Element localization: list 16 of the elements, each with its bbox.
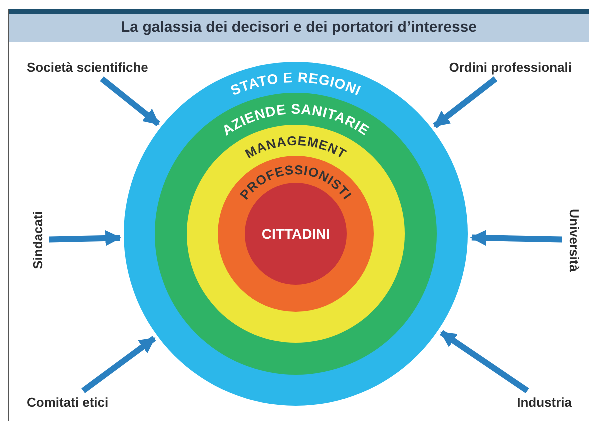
ring-label: MANAGEMENT bbox=[242, 133, 350, 162]
ring-label: CITTADINI bbox=[262, 226, 330, 242]
stakeholder-label: Università bbox=[566, 208, 582, 272]
stakeholder-label: Comitati etici bbox=[27, 395, 109, 410]
stakeholder-label: Ordini professionali bbox=[449, 60, 572, 75]
arrow bbox=[440, 330, 530, 394]
stakeholder-label: Società scientifiche bbox=[27, 60, 148, 75]
stakeholder-label: Industria bbox=[517, 395, 572, 410]
title: La galassia dei decisori e dei portatori d’interesse bbox=[9, 14, 589, 42]
ring-label: STATO E REGIONI bbox=[228, 69, 364, 99]
stakeholder-label: Sindacati bbox=[30, 211, 46, 269]
arrow bbox=[470, 230, 562, 246]
arrow bbox=[100, 76, 160, 126]
arrow bbox=[82, 336, 156, 394]
arrow bbox=[49, 230, 122, 246]
arrow bbox=[433, 76, 498, 128]
